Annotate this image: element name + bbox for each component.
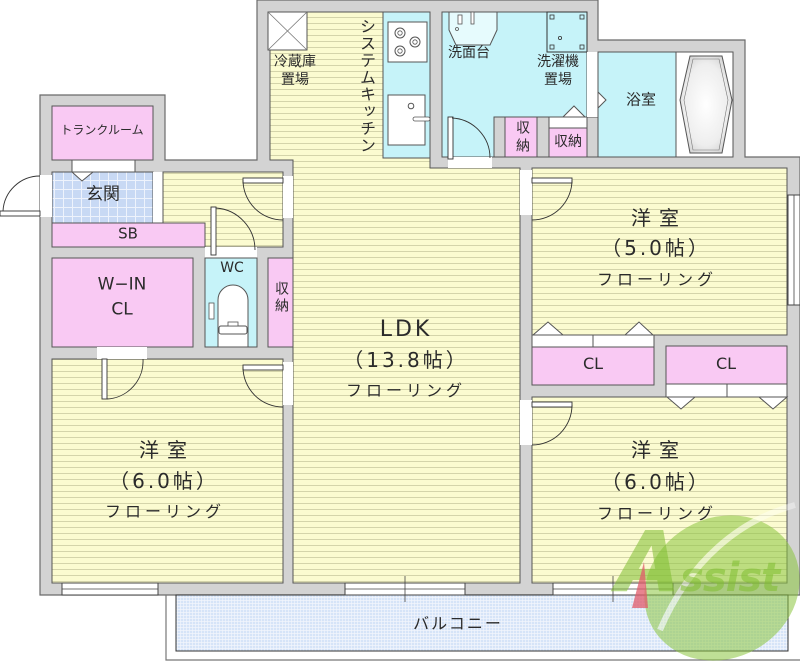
bedroom-north-floor [531, 167, 788, 336]
bedroom-west-floor [51, 358, 284, 584]
closet-right-label: CL [715, 354, 737, 373]
fridge-space-label-line2: 置場 [281, 72, 309, 88]
washstand-label: 洗面台 [448, 45, 490, 61]
wc-label: WC [220, 260, 244, 276]
sink-icon [387, 94, 431, 146]
hall-storage [267, 257, 294, 348]
east-bedroom-door-opening [520, 400, 532, 445]
trunk-room [51, 105, 154, 161]
window-ldk [344, 576, 466, 602]
walk-in-closet-label-line1: W−IN [97, 274, 147, 295]
washer-space-label-line2: 置場 [544, 72, 572, 88]
bedroom-east-floor-type: フローリング [596, 504, 718, 523]
hall-ldk-door-opening [283, 176, 293, 218]
storage-b [548, 127, 588, 158]
watermark-leaf-icon [644, 502, 800, 661]
walk-in-closet-label-line2: CL [111, 299, 133, 320]
shoe-box [51, 222, 206, 248]
bedroom-north-size: （5.0帖） [601, 236, 711, 260]
bath-door [587, 52, 598, 117]
bedroom-west-size: （6.0帖） [109, 469, 219, 493]
closet-right-arrow-icon [757, 396, 789, 410]
bathroom-label: 浴室 [625, 90, 657, 109]
genkan-label: 玄関 [86, 184, 120, 205]
washroom-door-opening [448, 157, 492, 168]
wic-door-opening [97, 347, 147, 359]
storage-b-arrow-icon [561, 105, 587, 118]
bathtub-icon [679, 55, 733, 154]
balcony-label: バルコニー [413, 614, 503, 633]
bedroom-east-name: 洋室 [631, 438, 687, 462]
bedroom-west-name: 洋室 [139, 438, 195, 462]
trunk-door-arrow-icon [70, 171, 95, 182]
east-bedroom-door-icon [531, 401, 573, 446]
washroom-door-icon [447, 116, 491, 160]
washer-space-label-line1: 洗濯機 [537, 54, 579, 70]
bedroom-north-name: 洋室 [631, 206, 687, 230]
ldk-name: LDK [379, 317, 433, 342]
washstand-icon [448, 11, 498, 46]
toilet-icon [208, 284, 249, 348]
hall-storage-label: 収納 [273, 281, 289, 315]
walk-in-closet [51, 257, 194, 348]
closet-left-label: CL [582, 354, 604, 373]
fridge-space-icon [267, 11, 308, 51]
storage-a [504, 116, 538, 158]
entry-door-opening [40, 175, 52, 217]
bath-door-arrow-icon [597, 90, 607, 110]
closet-left-arrow-icon [531, 321, 565, 336]
storage-b-door [548, 116, 588, 129]
storage-a-label: 収納 [514, 120, 530, 156]
trunk-room-label: トランクルーム [60, 123, 144, 137]
bedroom-east-size: （6.0帖） [601, 470, 711, 494]
north-bedroom-door-icon [531, 177, 573, 221]
window-north-bedroom [787, 194, 800, 306]
wc-door-icon [210, 206, 256, 256]
storage-b-label: 収納 [554, 134, 582, 150]
closet-left [531, 346, 655, 386]
west-bedroom-door-icon [242, 364, 284, 408]
closet-right-arrow-icon [665, 396, 697, 410]
shoe-box-label: SB [118, 224, 138, 243]
ldk-size: （13.8帖） [343, 348, 469, 372]
washing-machine-icon [546, 11, 588, 53]
north-bedroom-door-opening [520, 170, 532, 215]
fridge-space-label-line1: 冷蔵庫 [274, 54, 316, 70]
hall-ldk-door-icon [242, 177, 284, 221]
closet-left-arrow-icon [623, 321, 655, 336]
window-west-bedroom [61, 582, 159, 596]
entry-door-icon [0, 175, 41, 217]
bedroom-north-floor-type: フローリング [596, 270, 718, 289]
west-bedroom-door-opening [283, 362, 293, 405]
trunk-room-door [71, 159, 136, 173]
system-kitchen-label: システムキッチン [357, 18, 376, 154]
entry-step [153, 172, 163, 223]
wc-door-opening [205, 247, 257, 258]
wic-door-icon [101, 358, 144, 400]
watermark-text: Assist [616, 513, 780, 611]
stove-icon [387, 21, 428, 63]
ldk-floor-type: フローリング [345, 381, 467, 400]
bedroom-west-floor-type: フローリング [104, 502, 226, 521]
